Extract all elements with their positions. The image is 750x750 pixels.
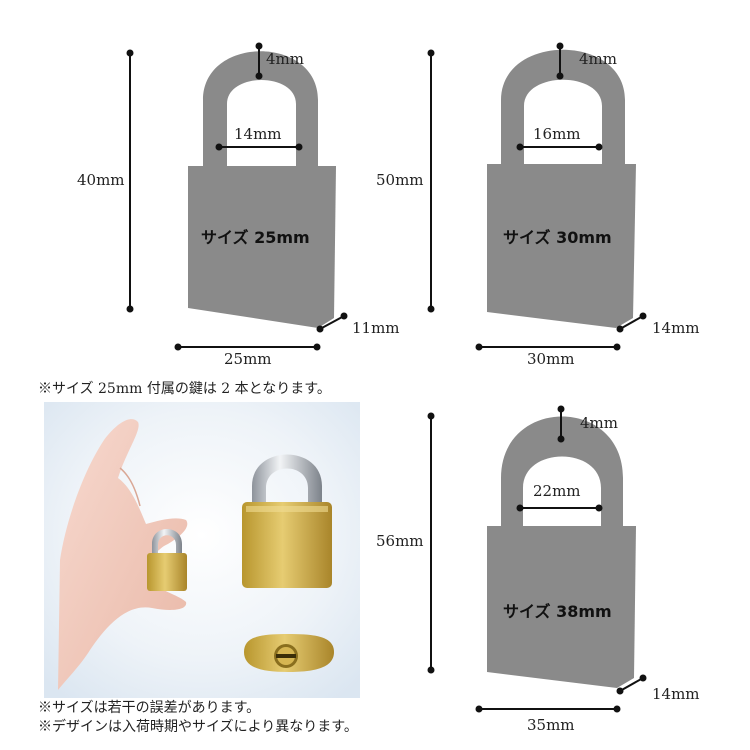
dim-point: [556, 42, 564, 50]
dim-point: [427, 49, 435, 57]
dim-point: [595, 143, 603, 151]
keyhole-slot: [276, 654, 296, 658]
small-padlock-body: [147, 553, 187, 591]
dim-point: [475, 705, 483, 713]
lock-38mm-body: [487, 526, 636, 688]
dim-point: [516, 504, 524, 512]
dim-point: [639, 312, 647, 320]
lock-diagram-30mm: サイズ 30mm 4mm 16mm 50mm 30mm 14mm: [376, 42, 700, 368]
lock-30mm-width: 30mm: [527, 350, 575, 368]
dim-point: [516, 143, 524, 151]
lock-30mm-body: [487, 164, 636, 328]
lock-38mm-width: 35mm: [527, 716, 575, 734]
product-photo: [44, 402, 360, 698]
lock-25mm-width: 25mm: [224, 350, 272, 368]
dim-point: [427, 305, 435, 313]
hand-detail: [119, 467, 141, 507]
dim-point: [340, 312, 348, 320]
lock-25mm-shackle-thickness: 4mm: [266, 50, 304, 68]
dim-point: [313, 343, 321, 351]
dim-point: [174, 343, 182, 351]
thickness-line: [619, 315, 644, 330]
lock-diagram-25mm: サイズ 25mm 4mm 14mm 40mm 25mm 11mm: [77, 42, 400, 368]
lock-38mm-shackle-thickness: 4mm: [580, 414, 618, 432]
dim-point: [595, 504, 603, 512]
lock-25mm-shackle: [203, 51, 318, 168]
key-count-note: ※サイズ 25mm 付属の鍵は 2 本となります。: [38, 381, 331, 397]
lock-38mm-shackle: [501, 416, 623, 528]
dim-point: [427, 412, 435, 420]
large-padlock-shackle: [252, 454, 322, 512]
thickness-line: [619, 677, 644, 692]
size-error-note: ※サイズは若干の誤差があります。: [38, 700, 261, 716]
dim-point: [613, 705, 621, 713]
lock-30mm-shackle-inner: 16mm: [533, 125, 581, 143]
dim-point: [557, 435, 565, 443]
lock-25mm-size-label: サイズ 25mm: [201, 228, 310, 247]
dim-point: [295, 143, 303, 151]
lock-30mm-thickness: 14mm: [652, 319, 700, 337]
dim-point: [255, 72, 263, 80]
lock-38mm-size-label: サイズ 38mm: [503, 602, 612, 621]
lock-30mm-height: 50mm: [376, 171, 424, 189]
hand-image: [58, 419, 188, 690]
dim-point: [255, 42, 263, 50]
dim-point: [475, 343, 483, 351]
thickness-line: [319, 315, 345, 330]
lock-38mm-shackle-inner: 22mm: [533, 482, 581, 500]
padlock-highlight: [246, 506, 328, 512]
lock-38mm-thickness: 14mm: [652, 685, 700, 703]
lock-25mm-thickness: 11mm: [352, 319, 400, 337]
lock-30mm-size-label: サイズ 30mm: [503, 228, 612, 247]
dim-point: [639, 674, 647, 682]
large-padlock-body: [242, 502, 332, 588]
dim-point: [126, 49, 134, 57]
lock-30mm-shackle: [501, 49, 625, 168]
lock-25mm-body: [188, 166, 336, 328]
dim-point: [613, 343, 621, 351]
lock-38mm-height: 56mm: [376, 532, 424, 550]
dim-point: [557, 405, 565, 413]
lock-25mm-shackle-inner: 14mm: [234, 125, 282, 143]
lock-30mm-shackle-thickness: 4mm: [579, 50, 617, 68]
dim-point: [215, 143, 223, 151]
dim-point: [616, 687, 624, 695]
design-change-note: ※デザインは入荷時期やサイズにより異なります。: [38, 719, 358, 735]
lock-25mm-height: 40mm: [77, 171, 125, 189]
dim-point: [316, 325, 324, 333]
dim-point: [427, 666, 435, 674]
lock-diagram-38mm: サイズ 38mm 4mm 22mm 56mm 35mm 14mm: [376, 405, 700, 734]
small-padlock-shackle: [152, 529, 182, 556]
dim-point: [126, 305, 134, 313]
dim-point: [616, 325, 624, 333]
dim-point: [556, 72, 564, 80]
